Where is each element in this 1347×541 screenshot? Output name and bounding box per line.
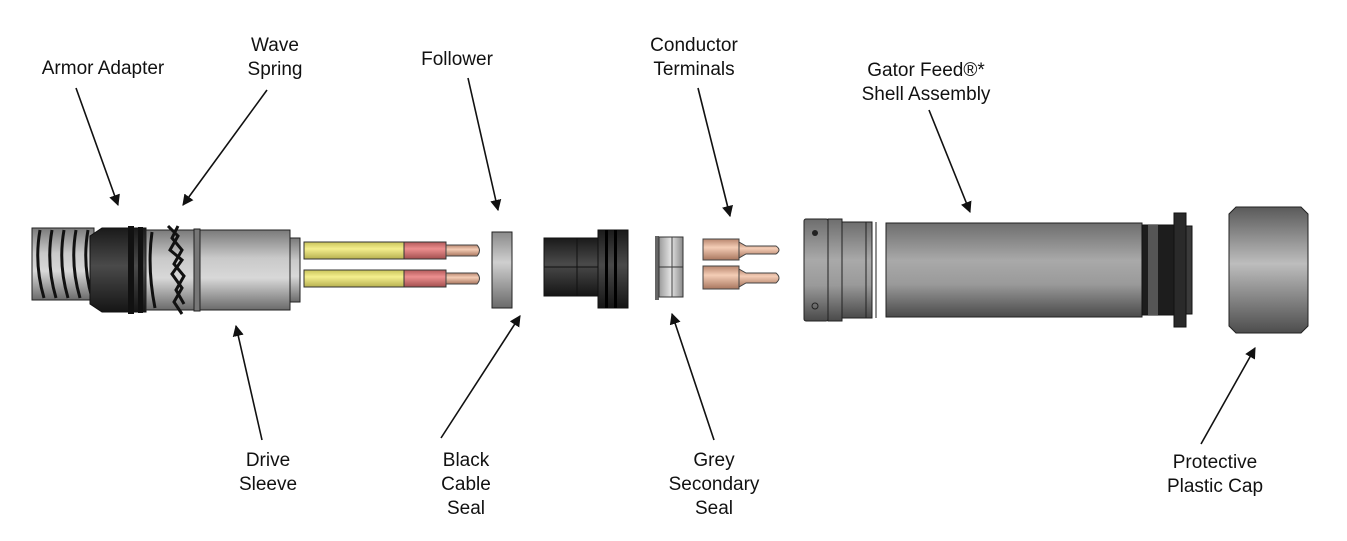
- arrow-armor-adapter: [75, 87, 120, 207]
- wave-spring: [145, 224, 197, 315]
- arrow-black-cable-seal: [440, 315, 521, 439]
- arrow-grey-secondary-seal: [669, 312, 715, 441]
- label-black-cable-seal: Black Cable Seal: [441, 450, 491, 519]
- shell-assembly: [803, 212, 1193, 328]
- drive-sleeve: [193, 228, 301, 312]
- arrow-follower: [467, 77, 502, 212]
- label-armor-adapter: Armor Adapter: [41, 58, 165, 79]
- grey-secondary-seal: [655, 236, 684, 300]
- arrow-conductor-terminals: [697, 87, 733, 218]
- label-grey-secondary-seal: Grey Secondary Seal: [668, 450, 760, 519]
- label-shell-assembly: Gator Feed®* Shell Assembly: [861, 60, 991, 105]
- label-drive-sleeve: Drive Sleeve: [238, 450, 298, 495]
- conductors: [303, 241, 480, 288]
- conductor-terminals: [702, 238, 780, 290]
- label-conductor-terminals: Conductor Terminals: [650, 35, 738, 80]
- label-follower: Follower: [421, 49, 493, 70]
- armor-adapter: [89, 226, 147, 314]
- arrow-shell-assembly: [928, 109, 972, 214]
- terminal-upper: [702, 238, 780, 261]
- label-protective-cap: Protective Plastic Cap: [1166, 452, 1264, 497]
- black-cable-seal: [543, 229, 629, 309]
- follower: [491, 231, 513, 309]
- protective-cap: [1228, 206, 1309, 334]
- terminal-lower: [702, 265, 780, 290]
- arrow-drive-sleeve: [232, 324, 263, 441]
- conductor-upper: [303, 241, 480, 260]
- arrow-wave-spring: [182, 89, 268, 206]
- label-wave-spring: Wave Spring: [247, 35, 303, 80]
- armored-cable: [31, 227, 95, 301]
- arrow-protective-cap: [1200, 347, 1256, 445]
- conductor-lower: [303, 269, 480, 288]
